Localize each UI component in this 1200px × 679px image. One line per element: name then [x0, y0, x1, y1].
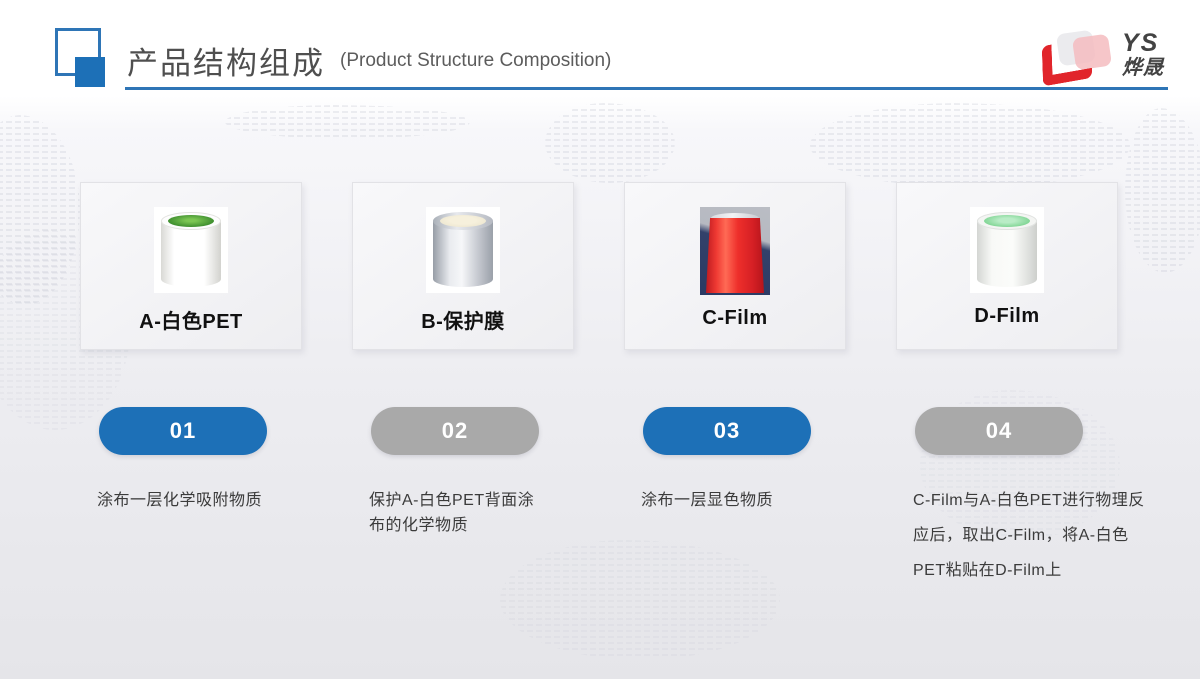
page-subtitle: (Product Structure Composition) [340, 50, 612, 71]
product-photo-a [154, 207, 228, 293]
step-description-04: C-Film与A-白色PET进行物理反应后，取出C-Film，将A-白色PET粘… [913, 492, 1145, 579]
step-number-03: 03 [713, 418, 741, 443]
red-film-roll-image [706, 213, 764, 293]
step-number-02: 02 [441, 418, 469, 443]
world-map-texture [545, 103, 675, 183]
step-badge-03: 03 [643, 407, 811, 455]
product-photo-b [426, 207, 500, 293]
product-column-b: B-保护膜 02 保护A-白色PET背面涂布的化学物质 [352, 182, 574, 538]
product-label-c: C-Film [702, 307, 768, 329]
step-badge-01: 01 [99, 407, 267, 455]
product-column-d: D-Film 04 C-Film与A-白色PET进行物理反应后，取出C-Film… [896, 182, 1144, 588]
logo-red-mark-icon [1041, 37, 1093, 87]
header-divider [125, 87, 1168, 90]
product-column-a: A-白色PET 01 涂布一层化学吸附物质 [80, 182, 302, 513]
product-label-d: D-Film [974, 305, 1040, 327]
product-card-b: B-保护膜 [352, 182, 574, 350]
clear-film-roll-image [977, 212, 1037, 288]
square-solid-icon [75, 57, 105, 87]
product-card-a: A-白色PET [80, 182, 302, 350]
product-card-c: C-Film [624, 182, 846, 350]
product-photo-d [970, 207, 1044, 293]
world-map-texture [500, 540, 780, 660]
title-square-icon [55, 28, 107, 90]
product-column-c: C-Film 03 涂布一层显色物质 [624, 182, 846, 513]
logo-text-block: YS 烨晟 [1122, 30, 1164, 80]
page-title: 产品结构组成 [127, 46, 325, 81]
step-number-04: 04 [985, 418, 1013, 443]
product-photo-c [700, 207, 770, 295]
product-label-b: B-保护膜 [421, 311, 505, 333]
world-map-texture [225, 105, 470, 139]
world-map-texture [810, 103, 1130, 188]
silver-film-roll-image [433, 212, 493, 288]
product-card-d: D-Film [896, 182, 1118, 350]
logo-company-name: 烨晟 [1122, 57, 1164, 79]
white-pet-roll-image [161, 212, 221, 288]
slide-header: 产品结构组成 (Product Structure Composition) Y… [0, 0, 1200, 96]
step-number-01: 01 [169, 418, 197, 443]
step-badge-04: 04 [915, 407, 1083, 455]
company-logo: YS 烨晟 [1030, 24, 1180, 88]
step-badge-02: 02 [371, 407, 539, 455]
product-label-a: A-白色PET [139, 311, 243, 333]
logo-initials: YS [1122, 29, 1160, 57]
world-map-texture [1125, 108, 1200, 273]
step-description-03: 涂布一层显色物质 [641, 492, 774, 509]
step-description-01: 涂布一层化学吸附物质 [97, 492, 263, 509]
step-description-02: 保护A-白色PET背面涂布的化学物质 [369, 492, 535, 534]
